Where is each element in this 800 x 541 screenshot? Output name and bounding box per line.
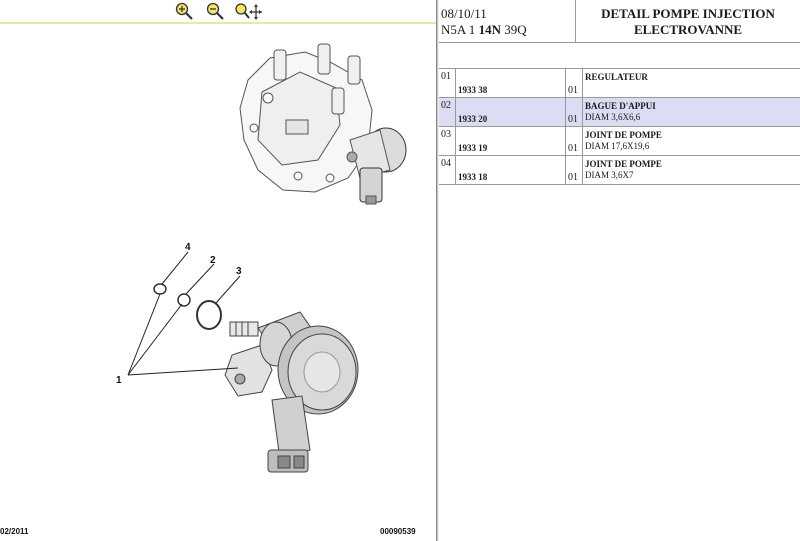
quantity: 01	[566, 156, 583, 184]
pane-splitter[interactable]	[436, 0, 439, 541]
item-number: 02	[439, 98, 456, 126]
code-prefix: N5A 1	[441, 22, 479, 37]
callout-1: 1	[116, 375, 122, 386]
quantity: 01	[566, 98, 583, 126]
part-name: JOINT DE POMPE	[585, 159, 662, 169]
part-description: REGULATEUR	[583, 69, 800, 97]
part-dimensions: DIAM 17,6X19,6	[585, 141, 650, 151]
header-date: 08/10/11	[441, 6, 487, 21]
part-dimensions: DIAM 3,6X6,6	[585, 112, 641, 122]
diagram-date: 02/2011	[0, 527, 29, 536]
illustration-pane: 1 2 3 4 02/2011 00090539	[0, 0, 436, 536]
zoom-in-icon[interactable]	[174, 2, 194, 20]
callout-3: 3	[236, 266, 242, 277]
callout-2: 2	[210, 255, 216, 266]
part-reference[interactable]: 1933 18	[456, 156, 566, 184]
item-number: 01	[439, 69, 456, 97]
part-name: JOINT DE POMPE	[585, 130, 662, 140]
code-suffix: 39Q	[500, 22, 527, 37]
part-name: REGULATEUR	[585, 72, 648, 82]
title-line-1: DETAIL POMPE INJECTION	[601, 6, 775, 21]
quantity: 01	[566, 69, 583, 97]
header-info: 08/10/11 N5A 1 14N 39Q	[439, 0, 576, 43]
item-number: 04	[439, 156, 456, 184]
page-title: DETAIL POMPE INJECTION ELECTROVANNE	[576, 0, 800, 43]
part-name: BAGUE D'APPUI	[585, 101, 656, 111]
part-reference[interactable]: 1933 19	[456, 127, 566, 155]
code-bold: 14N	[478, 22, 501, 37]
header-spacer	[439, 43, 800, 69]
parts-list-pane: 08/10/11 N5A 1 14N 39Q DETAIL POMPE INJE…	[439, 0, 800, 541]
exploded-diagram: 1 2 3 4	[116, 43, 407, 473]
item-number: 03	[439, 127, 456, 155]
callout-leaders	[127, 251, 241, 376]
part-reference[interactable]: 1933 38	[456, 69, 566, 97]
pump-assembly-drawing	[239, 43, 407, 205]
title-line-2: ELECTROVANNE	[633, 22, 743, 37]
part-dimensions: DIAM 3,6X7	[585, 170, 634, 180]
callout-4: 4	[185, 242, 191, 253]
quantity: 01	[566, 127, 583, 155]
zoom-toolbar	[0, 0, 436, 24]
part-reference[interactable]: 1933 20	[456, 98, 566, 126]
zoom-out-icon[interactable]	[205, 2, 225, 20]
regulator-exploded-drawing	[153, 283, 359, 473]
zoom-window-icon[interactable]	[234, 2, 262, 20]
diagram-reference: 00090539	[380, 527, 416, 536]
header-code: N5A 1 14N 39Q	[441, 22, 575, 38]
